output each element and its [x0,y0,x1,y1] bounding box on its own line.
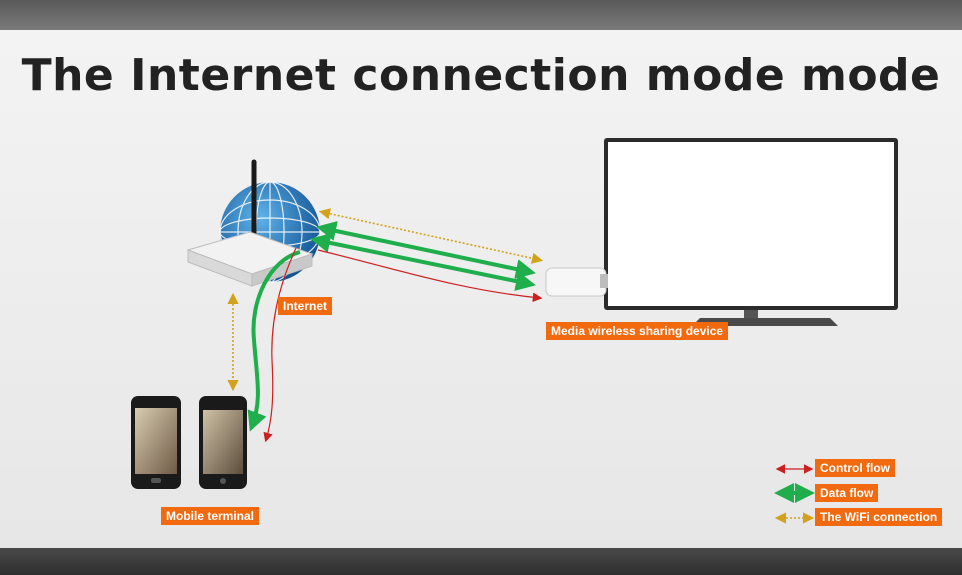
bottom-bar [0,548,962,575]
control-flow-line [317,249,543,303]
top-bar [0,0,962,30]
data-flow-line [316,221,536,279]
page-title: The Internet connection mode mode [21,50,941,101]
tv-icon [604,138,898,326]
media-device-label: Media wireless sharing device [546,322,729,340]
data-flow-line [310,233,536,291]
legend-wifi-label: The WiFi connection [815,508,943,526]
phone-icon [199,396,247,489]
dongle-icon [545,267,608,297]
wifi-connection-line [318,208,544,264]
mobile-terminal-label: Mobile terminal [161,507,260,525]
internet-label: Internet [278,297,333,315]
legend-data-label: Data flow [815,484,879,502]
legend-control-label: Control flow [815,459,895,477]
data-flow-line [247,250,301,432]
control-flow-line [263,247,297,443]
phone-icon [131,396,181,489]
